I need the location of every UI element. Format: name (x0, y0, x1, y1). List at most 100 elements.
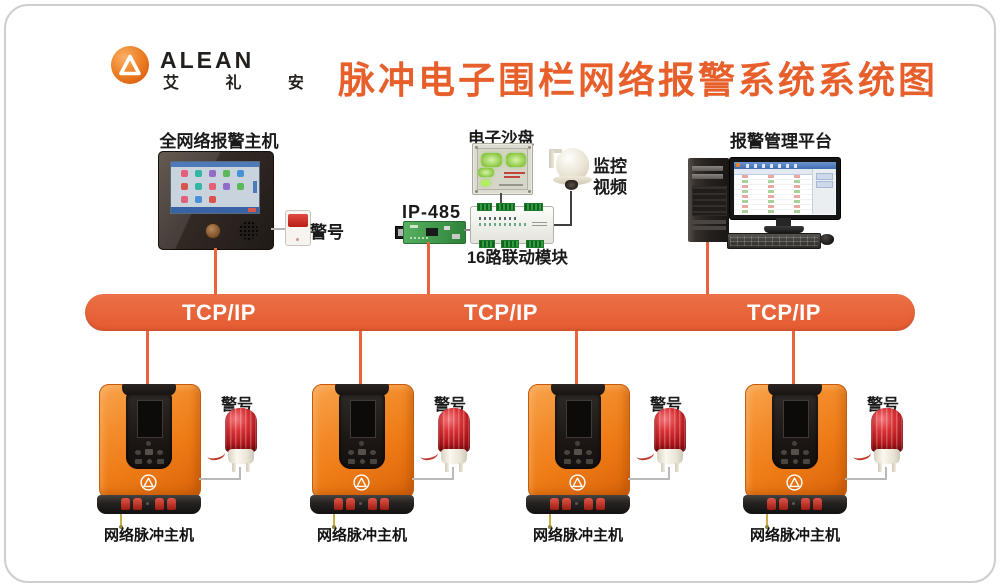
app-tile (195, 196, 202, 203)
tcpip-label: TCP/IP (464, 300, 538, 325)
terminal-base (97, 495, 201, 514)
app-tile (195, 170, 202, 177)
keypad-button (358, 449, 366, 455)
pulse-host-label: 网络脉冲主机 (532, 527, 623, 544)
app-tile (181, 183, 188, 190)
triangle-a-icon (119, 54, 141, 76)
serial-wire (464, 229, 471, 231)
brand-logo-icon (353, 474, 370, 491)
beacon-wire (852, 447, 872, 462)
alarm-host-touchscreen (170, 161, 260, 214)
terminal (813, 498, 822, 510)
siren-wire (412, 478, 454, 480)
terminal (334, 498, 343, 510)
terminal (121, 498, 130, 510)
network-cable (427, 242, 430, 294)
touchscreen-scrollbar (253, 181, 257, 193)
siren-wire (271, 228, 285, 230)
pulse-host-control-panel (772, 394, 818, 469)
brand-logo-icon (140, 474, 157, 491)
keypad-button (147, 459, 152, 464)
terminal-block (479, 240, 495, 248)
software-toolbar (746, 163, 798, 168)
keypad-button (803, 459, 810, 464)
touchscreen-statusbar (171, 207, 259, 213)
terminal-base (743, 495, 847, 514)
camera-label-line1: 监控 (593, 157, 627, 176)
terminal-block (501, 240, 519, 248)
keypad-button (360, 459, 365, 464)
pc-tower (688, 158, 729, 242)
alarm-beacon (635, 407, 687, 473)
zone-indicator (481, 153, 502, 167)
pulse-host-label: 网络脉冲主机 (103, 527, 194, 544)
ground-wire (765, 514, 769, 529)
keypad-button (803, 450, 809, 455)
brand-logo-icon (111, 46, 149, 84)
keypad-button (793, 459, 798, 464)
beacon-base (874, 449, 900, 464)
pulse-host-unit: 警号 网络脉冲主机 (310, 331, 487, 553)
strobe-siren (285, 210, 311, 246)
terminal-base (310, 495, 414, 514)
touchscreen-titlebar (171, 162, 259, 167)
pulse-host-unit: 警号 网络脉冲主机 (526, 331, 703, 553)
tcpip-bus-bar: TCP/IP TCP/IP TCP/IP (85, 294, 915, 331)
app-tile (209, 170, 216, 177)
keyboard (727, 233, 821, 249)
alarm-beacon (206, 407, 258, 473)
pulse-host-display (350, 400, 376, 438)
keypad-button (564, 450, 570, 455)
brand-name-cn: 艾 礼 安 (163, 75, 325, 92)
keypad-button (370, 459, 377, 464)
mouse (820, 234, 834, 245)
app-tile (209, 183, 216, 190)
pulse-host-control-panel (555, 394, 601, 469)
ip485-label: IP-485 (402, 202, 462, 222)
keypad-button (574, 449, 582, 455)
camera-label-line2: 视频 (593, 178, 627, 197)
siren-wire (628, 478, 670, 480)
pulse-host-unit: 警号 网络脉冲主机 (743, 331, 920, 553)
terminal-block (477, 203, 492, 211)
beacon-red-dome (871, 408, 903, 452)
led-row (479, 217, 519, 220)
software-side-panel (812, 169, 835, 214)
ground-wire (119, 514, 123, 529)
network-cable (214, 248, 217, 294)
sand-table-panel (472, 143, 533, 195)
beacon-base (228, 449, 254, 464)
keypad-button (781, 450, 787, 455)
terminal (801, 498, 810, 510)
linkage-module-label: 16路联动模块 (467, 249, 568, 267)
terminal-base (526, 495, 630, 514)
terminal (584, 498, 593, 510)
keypad-button (781, 459, 788, 464)
drive-bay (692, 174, 723, 179)
terminal (550, 498, 559, 510)
keypad-button (370, 450, 376, 455)
ground-wire (548, 514, 552, 529)
keypad-button (135, 450, 141, 455)
camera-bracket (549, 149, 562, 153)
alarm-beacon (419, 407, 471, 473)
ip485-converter-board (403, 221, 466, 244)
terminal (562, 498, 571, 510)
camera-lens (565, 180, 578, 190)
keypad-button (157, 459, 164, 464)
keypad-button (348, 450, 354, 455)
keypad-button (145, 449, 153, 455)
app-tile (223, 183, 230, 190)
keypad-button (157, 450, 163, 455)
drive-bay (692, 166, 723, 171)
app-tile (209, 196, 216, 203)
terminal-block (526, 240, 544, 248)
siren-wire (199, 478, 241, 480)
beacon-red-dome (438, 408, 470, 452)
terminal (380, 498, 389, 510)
tcpip-label: TCP/IP (747, 300, 821, 325)
page-title: 脉冲电子围栏网络报警系统系统图 (338, 60, 938, 101)
terminal (346, 498, 355, 510)
led-row (479, 223, 527, 226)
